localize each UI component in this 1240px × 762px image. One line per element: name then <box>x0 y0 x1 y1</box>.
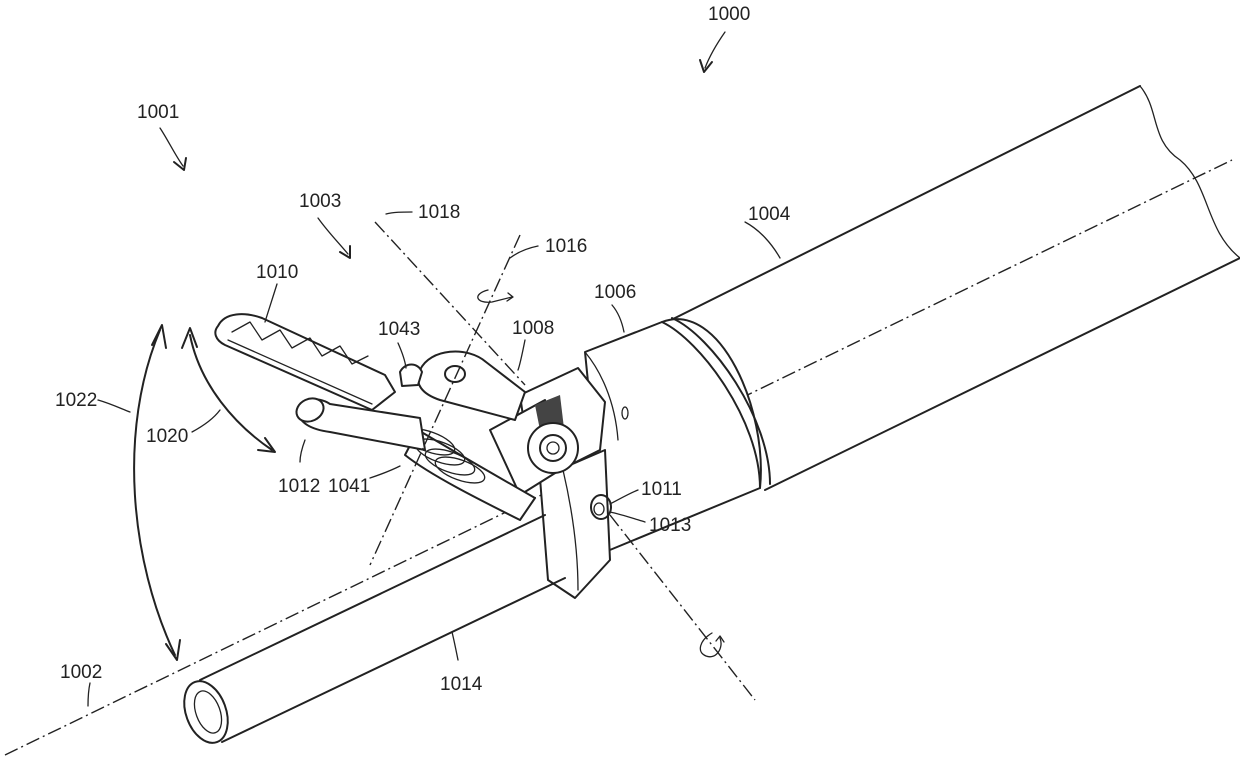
label-1004: 1004 <box>748 204 791 225</box>
pivot-axis-line <box>610 515 755 700</box>
label-1016: 1016 <box>545 236 587 257</box>
label-1011: 1011 <box>641 479 682 500</box>
label-1020: 1020 <box>146 426 188 447</box>
label-1018: 1018 <box>418 202 460 223</box>
label-1041: 1041 <box>328 476 370 497</box>
leader-arrow-1000 <box>705 32 725 68</box>
label-1000: 1000 <box>708 4 750 25</box>
label-1001: 1001 <box>137 102 179 123</box>
upper-jaw <box>215 314 395 410</box>
angle-arc-1022 <box>134 330 175 655</box>
label-1043: 1043 <box>378 319 420 340</box>
label-1003: 1003 <box>299 191 341 212</box>
label-1002: 1002 <box>60 662 102 683</box>
label-1008: 1008 <box>512 318 554 339</box>
leader-arrow-1001 <box>160 128 183 166</box>
label-1010: 1010 <box>256 262 298 283</box>
label-1012: 1012 <box>278 476 320 497</box>
rod <box>176 515 565 749</box>
label-1022: 1022 <box>55 390 97 411</box>
label-1013: 1013 <box>649 515 691 536</box>
leader-arrow-1003 <box>318 218 348 254</box>
rotation-arrow-pivot <box>700 633 721 657</box>
label-1014: 1014 <box>440 674 483 695</box>
label-1006: 1006 <box>594 282 636 303</box>
